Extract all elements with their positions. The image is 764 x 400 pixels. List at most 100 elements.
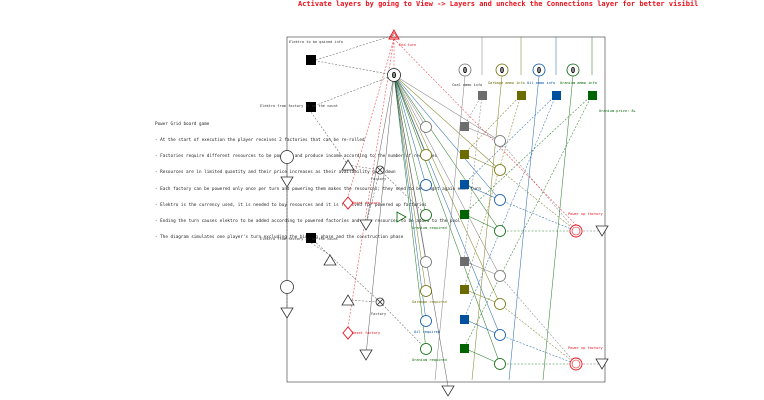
- connection-arc: [393, 74, 449, 387]
- connection-arc: [393, 74, 501, 142]
- connection-arc: [463, 347, 501, 365]
- factory-1-garbage-consumed[interactable]: [494, 164, 506, 176]
- factory-1-income-transition[interactable]: [595, 225, 609, 237]
- factory-1-power-transition[interactable]: [359, 219, 373, 231]
- factory-2-power-transition[interactable]: [359, 349, 373, 361]
- layers-instruction-banner: Activate layers by going to View -> Laye…: [298, 0, 699, 8]
- factory-2-coal-consumed[interactable]: [494, 270, 506, 282]
- connection-arc: [393, 74, 501, 232]
- reset-factory-2-label: Reset factory: [352, 331, 381, 335]
- factory-2-uranium-consumed[interactable]: [494, 358, 506, 370]
- factory-2-income-transition[interactable]: [595, 358, 609, 370]
- factory-2-coal-store[interactable]: [460, 257, 469, 266]
- factory-1-oil-required[interactable]: [420, 179, 432, 191]
- factory-1-choice-mark: [376, 166, 384, 174]
- factory-2-select-transition[interactable]: [323, 254, 337, 266]
- connection-arc: [310, 74, 395, 108]
- notes-line: - Each factory can be powered only once …: [155, 186, 481, 192]
- factory-1-garbage-required[interactable]: [420, 149, 432, 161]
- factory-1-reroll-transition[interactable]: [280, 176, 294, 188]
- connection-arc: [463, 260, 501, 277]
- elektro-account-place[interactable]: [306, 55, 316, 65]
- factory-1-uranium-fire[interactable]: [396, 211, 407, 223]
- factory-2-coal-required[interactable]: [420, 256, 432, 268]
- coal-market-place[interactable]: [478, 91, 487, 100]
- connection-arc: [463, 94, 483, 127]
- uranium-info-label: Uranium ammo info: [560, 81, 597, 85]
- connection-arc: [499, 140, 577, 232]
- factory-1-uranium-store[interactable]: [460, 210, 469, 219]
- connection-arc: [315, 34, 395, 61]
- connection-arc: [379, 169, 427, 216]
- power-up-factory-2-label: Power up factory: [568, 346, 603, 350]
- elektro-factory-1-place[interactable]: [306, 102, 316, 112]
- factory-2-oil-required[interactable]: [420, 315, 432, 327]
- factory-1-uranium-consumed[interactable]: [494, 225, 506, 237]
- factory-2-garbage-consumed[interactable]: [494, 298, 506, 310]
- factory-1-oil-consumed[interactable]: [494, 194, 506, 206]
- factory-1-coal-store[interactable]: [460, 122, 469, 131]
- connection-arc: [463, 153, 501, 171]
- connection-arc: [463, 94, 522, 290]
- power-up-factory-1-inner: [571, 226, 581, 236]
- reset-factory-1-transition[interactable]: [342, 196, 354, 210]
- factory-2-garbage-required[interactable]: [420, 285, 432, 297]
- garbage-info-place[interactable]: [495, 63, 509, 77]
- factory-2-uranium-required[interactable]: [420, 343, 432, 355]
- factory-2-slot-place[interactable]: [280, 280, 294, 294]
- connection-arc: [393, 74, 501, 305]
- factory-2-reroll-transition[interactable]: [280, 307, 294, 319]
- connection-arc: [499, 303, 577, 365]
- uranium-required-label-1: Uranium required: [412, 226, 447, 230]
- factory-1-select-transition[interactable]: [341, 159, 355, 171]
- uranium-market-label: Uranium price: 8+: [599, 109, 637, 113]
- factory-1-uranium-required[interactable]: [420, 209, 432, 221]
- oil-market-place[interactable]: [552, 91, 561, 100]
- connection-arc: [463, 213, 501, 232]
- garbage-info-label: Garbage ammo info: [488, 81, 525, 85]
- connection-arc: [393, 74, 501, 171]
- coal-info-place[interactable]: [458, 63, 472, 77]
- connection-arc: [463, 94, 593, 349]
- garbage-market-place[interactable]: [517, 91, 526, 100]
- connection-arc: [393, 74, 501, 365]
- turn-end-sink-transition[interactable]: [441, 385, 455, 397]
- connection-arc: [463, 288, 501, 305]
- factory-2-pick-transition[interactable]: [341, 294, 355, 306]
- factory-2-garbage-store[interactable]: [460, 285, 469, 294]
- connection-arc: [310, 59, 395, 76]
- factory-1-oil-store[interactable]: [460, 180, 469, 189]
- connection-arc: [393, 74, 501, 201]
- factory-2-oil-consumed[interactable]: [494, 329, 506, 341]
- elektro-pool-place[interactable]: [387, 68, 401, 82]
- oil-info-token: 0: [537, 66, 542, 75]
- connection-arc: [463, 94, 557, 320]
- end-turn-transition[interactable]: [388, 29, 400, 40]
- connection-arc: [347, 38, 395, 328]
- factory-1-coal-required[interactable]: [420, 121, 432, 133]
- factory-1-slot-place[interactable]: [280, 150, 294, 164]
- connection-arc: [393, 74, 501, 277]
- connections-layer: [286, 34, 602, 387]
- factory-2-choice-mark: [376, 298, 384, 306]
- elektro-factory-1-label: Elektro from factory 1: on the count: [260, 104, 338, 108]
- connection-arc: [499, 169, 577, 232]
- reset-factory-2-transition[interactable]: [342, 326, 354, 340]
- connection-arc: [393, 74, 427, 128]
- factory-2-uranium-store[interactable]: [460, 344, 469, 353]
- factory-1-garbage-store[interactable]: [460, 150, 469, 159]
- power-up-factory-2-inner: [571, 359, 581, 369]
- reset-factory-1-label: Reset factory: [352, 201, 381, 205]
- connection-arc: [508, 75, 540, 381]
- connection-arc: [463, 318, 501, 336]
- connection-arc: [365, 74, 395, 226]
- factory-2-oil-store[interactable]: [460, 315, 469, 324]
- end-turn-inner: [390, 31, 398, 38]
- connection-arc: [393, 38, 577, 226]
- factory-1-coal-consumed[interactable]: [494, 135, 506, 147]
- uranium-info-place[interactable]: [566, 63, 580, 77]
- uranium-market-place[interactable]: [588, 91, 597, 100]
- power-up-factory-1-label: Power up factory: [568, 212, 603, 216]
- elektro-factory-2-place[interactable]: [306, 233, 316, 243]
- oil-info-place[interactable]: [532, 63, 546, 77]
